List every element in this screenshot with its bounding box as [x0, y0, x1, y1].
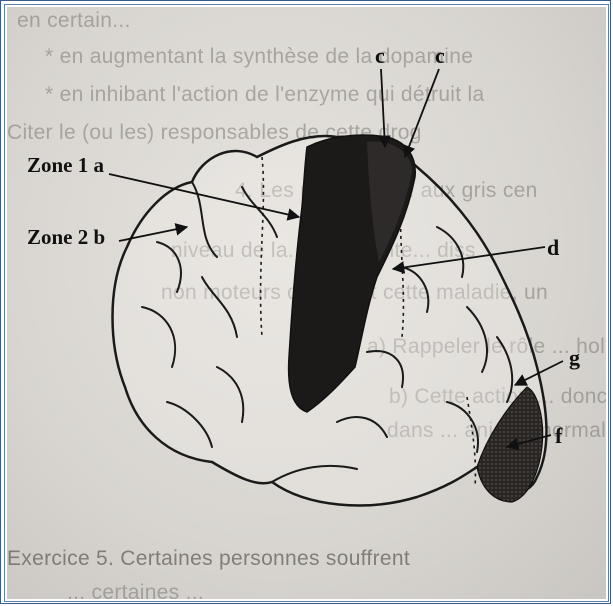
arrow-c1 [381, 69, 385, 147]
arrow-c2 [405, 69, 439, 157]
label-c-left: c [375, 43, 385, 69]
label-c-right: c [435, 43, 445, 69]
label-f: f [555, 423, 562, 449]
label-d: d [547, 235, 559, 261]
brain-diagram [7, 7, 606, 599]
photo-of-textbook-page: en certain... * en augmentant la synthès… [7, 7, 606, 599]
label-g: g [569, 345, 580, 371]
label-zone-2b: Zone 2 b [27, 225, 105, 250]
label-zone-1a: Zone 1 a [27, 153, 104, 178]
